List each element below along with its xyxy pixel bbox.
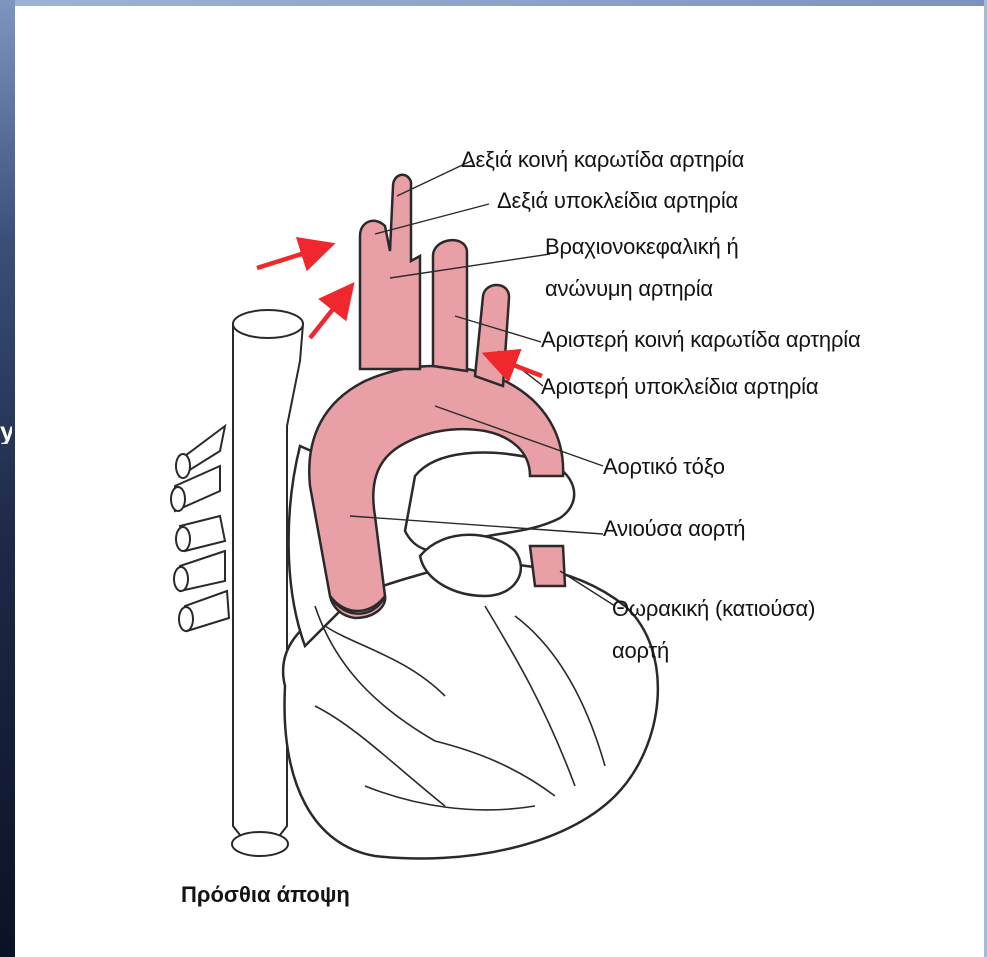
label-left-common-carotid: Αριστερή κοινή καρωτίδα αρτηρία xyxy=(541,327,860,353)
label-left-subclavian: Αριστερή υποκλείδια αρτηρία xyxy=(541,374,818,400)
label-ascending-aorta: Ανιούσα αορτή xyxy=(603,516,745,542)
label-thoracic-line1: Θωρακική (κατιούσα) xyxy=(612,596,815,622)
label-aortic-arch: Αορτικό τόξο xyxy=(603,454,725,480)
diagram-canvas: Δεξιά κοινή καρωτίδα αρτηρία Δεξιά υποκλ… xyxy=(15,6,984,957)
label-brachiocephalic-line2: ανώνυμη αρτηρία xyxy=(545,276,713,302)
frame-edge-glyph: y xyxy=(0,418,12,444)
pulmonary-veins xyxy=(171,426,229,631)
label-right-common-carotid: Δεξιά κοινή καρωτίδα αρτηρία xyxy=(461,147,744,173)
label-right-subclavian: Δεξιά υποκλείδια αρτηρία xyxy=(497,188,738,214)
arrow-right-subclavian xyxy=(257,246,327,268)
frame-left-edge: y xyxy=(0,0,15,957)
label-thoracic-line2: αορτή xyxy=(612,638,669,664)
diagram-caption: Πρόσθια άποψη xyxy=(181,882,350,908)
arrow-brachiocephalic xyxy=(310,289,349,338)
label-brachiocephalic-line1: Βραχιονοκεφαλική ή xyxy=(545,234,738,260)
